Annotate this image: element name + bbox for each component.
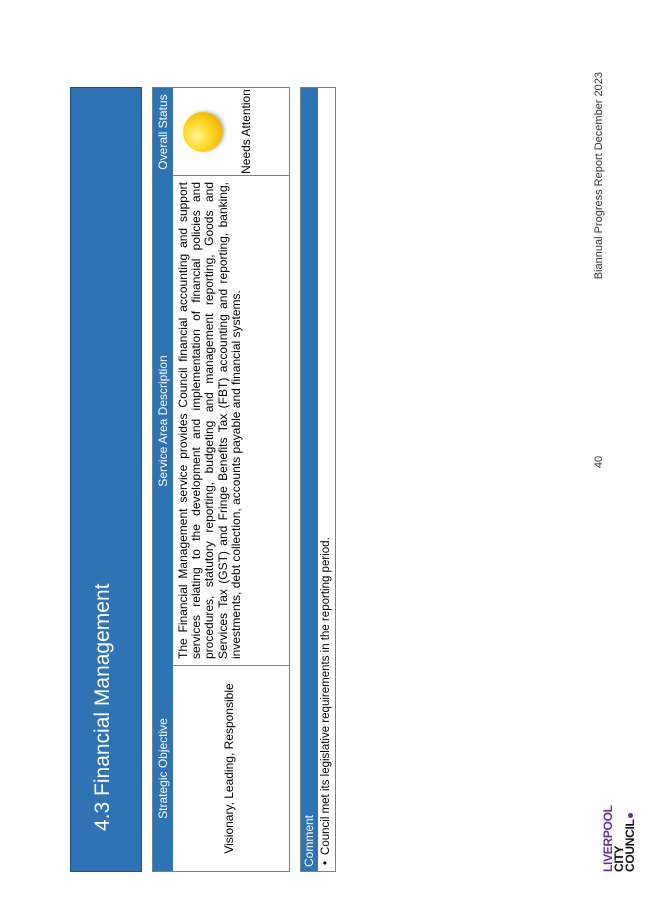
cell-service-area-description: The Financial Management service provide… — [173, 176, 289, 665]
comment-table: Comment • Council met its legislative req… — [300, 87, 336, 872]
overall-status-label: Needs Attention — [239, 89, 253, 174]
yellow-status-light-icon — [183, 112, 223, 152]
service-area-table: Strategic Objective Service Area Descrip… — [152, 87, 290, 872]
liverpool-city-council-logo: LIVERPOOL CITY COUNCIL — [601, 802, 637, 872]
strategic-objective-value: Visionary, Leading, Responsible — [222, 683, 236, 854]
cell-strategic-objective: Visionary, Leading, Responsible — [173, 666, 289, 871]
comment-header-row: Comment — [301, 88, 318, 871]
header-strategic-objective: Strategic Objective — [156, 718, 170, 819]
header-service-area-description: Service Area Description — [156, 355, 170, 487]
bullet-icon: • — [320, 860, 332, 865]
service-area-description-text: The Financial Management service provide… — [176, 182, 243, 659]
page-title: 4.3 Financial Management — [91, 583, 114, 831]
column-divider — [173, 175, 289, 176]
title-banner: 4.3 Financial Management — [70, 87, 142, 872]
header-overall-status: Overall Status — [156, 94, 170, 170]
comment-list-item: • Council met its legislative requirement… — [320, 537, 332, 865]
page-number: 40 — [593, 455, 605, 469]
comment-header-label: Comment — [302, 814, 316, 867]
table-header-row: Strategic Objective Service Area Descrip… — [153, 88, 173, 871]
logo-line-council-wrap: COUNCIL — [623, 813, 637, 872]
column-divider — [173, 665, 289, 666]
logo-dot-icon — [628, 813, 633, 819]
logo-line-council: COUNCIL — [623, 819, 637, 872]
comment-text: Council met its legislative requirements… — [320, 537, 332, 855]
footer-report-title: Biannual Progress Report December 2023 — [593, 72, 605, 280]
cell-overall-status: Needs Attention — [173, 88, 289, 175]
